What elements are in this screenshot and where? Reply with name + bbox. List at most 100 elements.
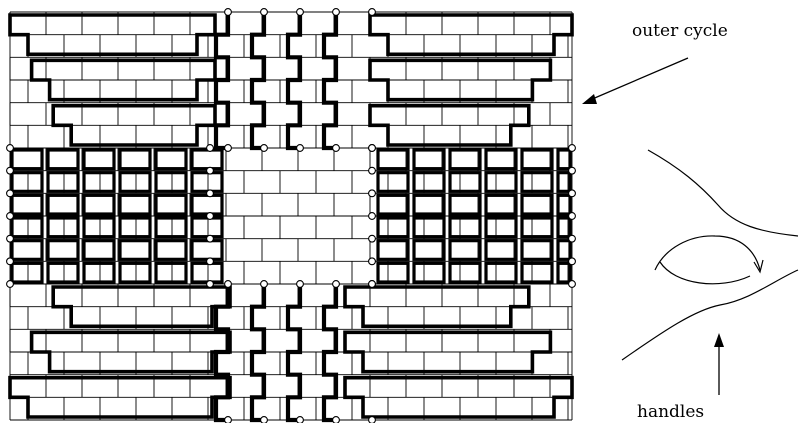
vertex-node: [207, 281, 214, 288]
cycle-brick-left: [48, 263, 78, 282]
cycle-brick-left: [84, 263, 114, 282]
cycle-brick-right: [414, 150, 444, 169]
vertex-node: [333, 9, 340, 16]
cycle-brick-left: [84, 195, 114, 214]
cycle-brick-right: [414, 218, 444, 237]
vertex-node: [261, 281, 268, 288]
cycle-brick-right: [450, 195, 480, 214]
cycle-brick-left: [192, 241, 222, 260]
outer-cycle-label: outer cycle: [632, 21, 728, 41]
cycle-brick-right: [450, 263, 480, 282]
vertex-node: [7, 258, 14, 265]
cycle-brick-right: [486, 150, 516, 169]
vertex-node: [207, 258, 214, 265]
cycle-brick-right: [378, 195, 408, 214]
cycle-brick-left: [48, 195, 78, 214]
cycle-brick-right: [378, 241, 408, 260]
cycle-brick-left: [156, 173, 186, 192]
cycle-brick-right: [486, 241, 516, 260]
cycle-brick-right: [486, 263, 516, 282]
cycle-brick-left: [84, 218, 114, 237]
outer-cycle-arrow: [582, 58, 688, 104]
vertex-node: [569, 167, 576, 174]
zigzag-bottom: [324, 284, 336, 420]
cycle-brick-left: [192, 150, 222, 169]
cycle-brick-left: [12, 263, 42, 282]
vertex-node: [569, 235, 576, 242]
cycle-brick-right: [414, 241, 444, 260]
cycle-brick-left: [156, 218, 186, 237]
cycle-brick-left: [12, 150, 42, 169]
handles-sketch: [622, 150, 798, 360]
cycle-brick-left: [156, 263, 186, 282]
vertex-node: [569, 258, 576, 265]
cycle-brick-right: [450, 150, 480, 169]
brick-grid: [10, 12, 572, 420]
cycle-brick-right: [486, 218, 516, 237]
cycle-brick-right: [414, 195, 444, 214]
vertex-node: [297, 417, 304, 423]
vertex-node: [297, 281, 304, 288]
cycle-brick-left: [120, 263, 150, 282]
zigzag-bottom: [252, 284, 264, 420]
vertex-node: [569, 213, 576, 220]
vertex-node: [207, 145, 214, 152]
vertex-node: [369, 235, 376, 242]
cycle-brick-right: [378, 218, 408, 237]
cycle-brick-left: [48, 150, 78, 169]
vertex-node: [369, 9, 376, 16]
vertex-node: [225, 9, 232, 16]
vertex-node: [261, 145, 268, 152]
vertex-node: [207, 213, 214, 220]
cycle-brick-right: [522, 263, 552, 282]
zigzag-top: [252, 12, 264, 148]
zigzag-top: [216, 12, 228, 148]
vertex-node: [333, 417, 340, 423]
cycle-brick-right: [558, 150, 570, 169]
cycle-brick-left: [192, 173, 222, 192]
cycle-brick-left: [48, 173, 78, 192]
cycle-brick-right: [522, 241, 552, 260]
cycle-brick-left: [48, 218, 78, 237]
cycle-brick-left: [120, 218, 150, 237]
vertex-node: [225, 145, 232, 152]
vertex-node: [207, 235, 214, 242]
cycle-brick-right: [450, 173, 480, 192]
zigzag-top: [288, 12, 300, 148]
cycle-brick-left: [156, 150, 186, 169]
cycle-brick-left: [156, 195, 186, 214]
vertex-node: [7, 190, 14, 197]
vertex-node: [7, 235, 14, 242]
vertex-node: [297, 145, 304, 152]
vertex-node: [569, 281, 576, 288]
cycle-brick-right: [450, 218, 480, 237]
cycle-brick-right: [486, 173, 516, 192]
vertex-node: [333, 145, 340, 152]
handles-label: handles: [637, 402, 704, 422]
cycle-brick-left: [84, 173, 114, 192]
cycle-brick-right: [522, 173, 552, 192]
cycle-brick-left: [192, 263, 222, 282]
cycle-brick-right: [450, 241, 480, 260]
cycle-brick-left: [192, 195, 222, 214]
vertex-node: [225, 281, 232, 288]
vertex-node: [225, 417, 232, 423]
vertex-node: [261, 417, 268, 423]
vertex-node: [369, 167, 376, 174]
vertex-node: [369, 258, 376, 265]
cycle-brick-left: [120, 173, 150, 192]
vertex-node: [261, 9, 268, 16]
cycle-brick-right: [522, 218, 552, 237]
cycle-brick-left: [12, 195, 42, 214]
cycle-brick-left: [84, 150, 114, 169]
cycle-brick-left: [12, 173, 42, 192]
cycle-brick-right: [378, 150, 408, 169]
vertex-node: [369, 281, 376, 288]
cycle-brick-right: [414, 173, 444, 192]
cycle-brick-right: [486, 195, 516, 214]
vertex-node: [297, 9, 304, 16]
cycle-brick-left: [84, 241, 114, 260]
vertex-node: [7, 167, 14, 174]
